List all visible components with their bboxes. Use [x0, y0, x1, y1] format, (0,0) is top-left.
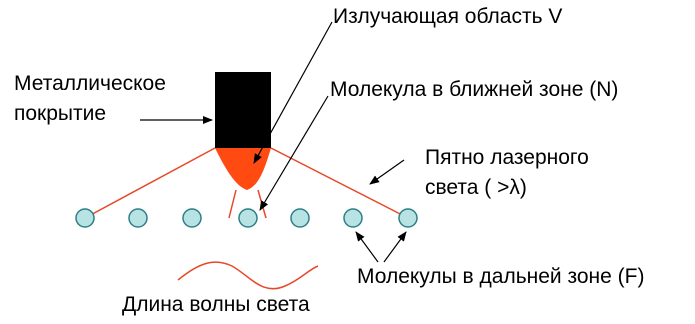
far-field-molecule	[343, 208, 363, 228]
far-field-molecules-label: Молекулы в дальней зоне (F)	[357, 265, 645, 288]
wavelength-wave	[177, 261, 319, 290]
emitting-region-arrow	[253, 21, 333, 164]
far-field-molecule	[182, 208, 202, 228]
wavelength-label: Длина волны света	[122, 293, 310, 316]
laser-spot-arrow	[369, 159, 405, 185]
laser-spot-label-line2: света ( >λ)	[425, 176, 527, 199]
emitting-region-shape	[215, 148, 271, 190]
laser-beam-left-line	[84, 147, 216, 219]
far-field-molecule	[128, 208, 148, 228]
laser-beam-right-line	[270, 147, 409, 219]
probe-tip	[215, 72, 271, 148]
metal-coating-label-line2: покрытие	[14, 102, 107, 125]
far-field-arrow-right	[383, 231, 407, 263]
molecule-row	[75, 208, 418, 228]
near-field-line-left	[228, 189, 237, 219]
far-field-molecule	[290, 208, 310, 228]
laser-spot-label-line1: Пятно лазерного	[425, 146, 589, 169]
near-field-molecule-arrow	[259, 95, 329, 211]
emitting-region-label: Излучающая область V	[333, 5, 563, 28]
far-field-molecule	[398, 208, 418, 228]
near-field-line-right	[257, 189, 267, 219]
far-field-arrow-left	[355, 231, 379, 263]
near-field-molecule	[238, 208, 258, 228]
near-field-molecule-label: Молекула в ближней зоне (N)	[330, 78, 619, 101]
metal-coating-label-line1: Металлическое	[14, 72, 166, 95]
far-field-molecule	[75, 208, 95, 228]
